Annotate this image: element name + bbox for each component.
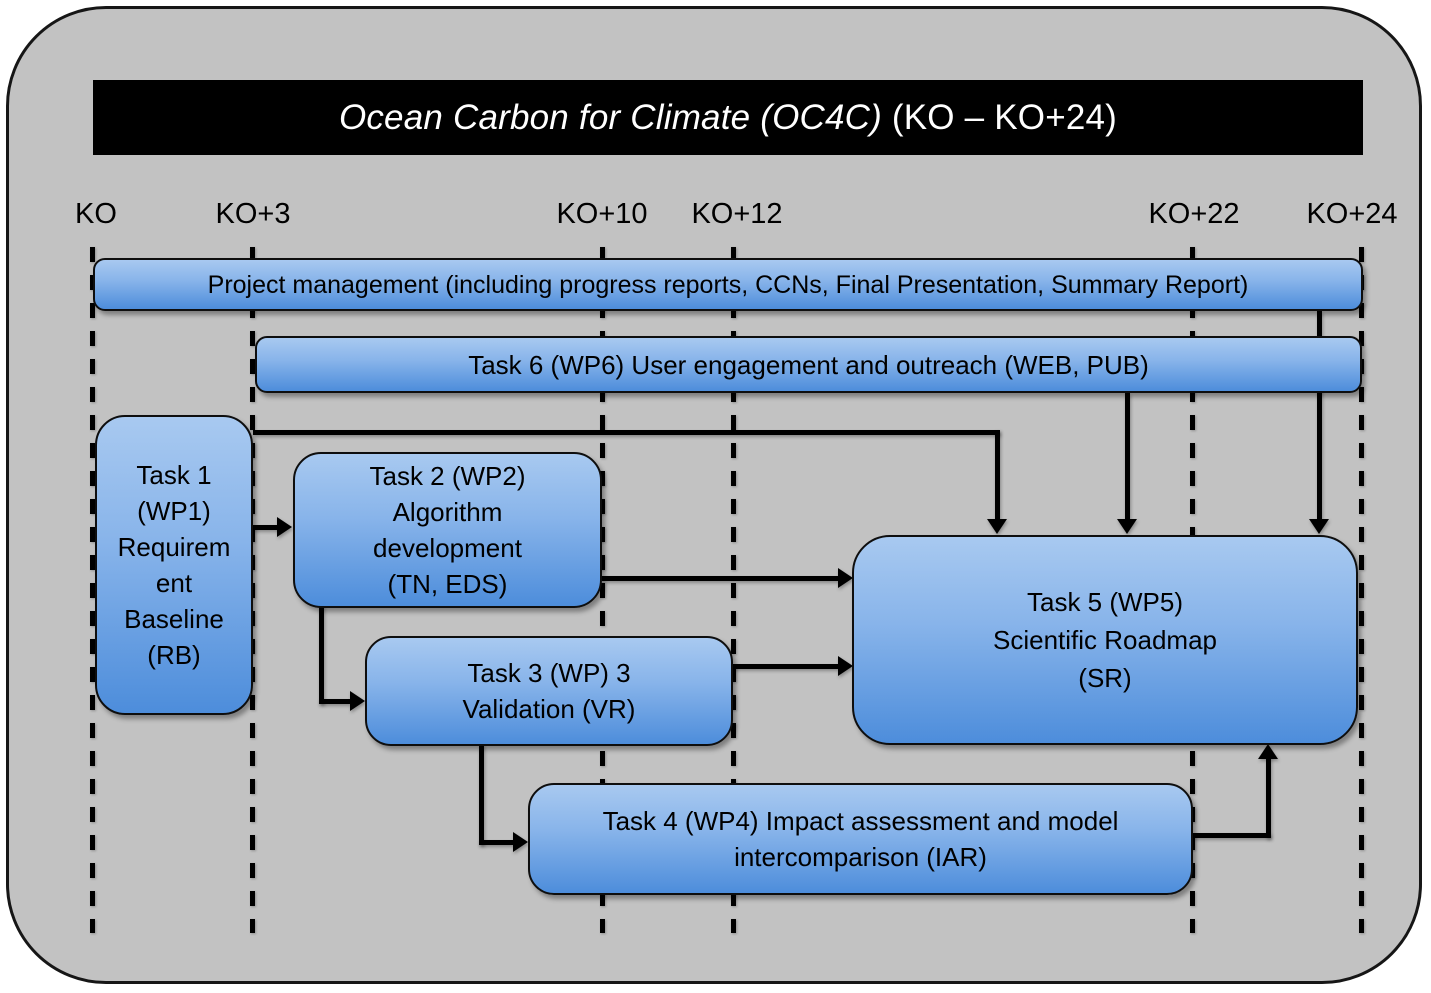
arrow-task2-to-task3-vertical-segment: [319, 605, 324, 704]
task2-label-line: Task 2 (WP2): [369, 461, 526, 491]
task1-label-line: ent: [155, 568, 193, 598]
gridline-ko10: [600, 247, 605, 933]
project-management-label: Project management (including progress r…: [207, 270, 1249, 299]
timeline-label-ko22: KO+22: [1148, 197, 1240, 230]
timeline-label-ko24: KO+24: [1306, 197, 1398, 230]
arrow-task1-to-task5-vertical-segment: [995, 430, 1000, 519]
task3-box: Task 3 (WP) 3 Validation (VR): [365, 636, 733, 746]
task1-label-line: (WP1): [137, 496, 211, 526]
arrow-task4-to-task5-head: [1258, 744, 1278, 759]
arrow-task6-to-task5-segment: [1125, 393, 1130, 519]
timeline-label-ko3: KO+3: [215, 197, 291, 230]
task1-box: Task 1 (WP1) Requirem ent Baseline (RB): [95, 415, 253, 715]
arrow-task2-to-task3-horizontal-segment: [319, 699, 350, 704]
task5-label-line: Scientific Roadmap: [993, 625, 1217, 655]
arrow-pm-to-task5-segment: [1317, 311, 1322, 519]
arrow-task1-to-task5-head: [987, 519, 1007, 534]
arrow-task3-to-task4-vertical-segment: [479, 744, 484, 845]
arrow-task2-to-task5-head: [838, 568, 853, 588]
task1-label-line: Task 1: [136, 460, 212, 490]
arrow-task4-to-task5-vertical-segment: [1266, 757, 1271, 838]
arrow-task6-to-task5-head: [1117, 519, 1137, 534]
arrow-task1-to-task5-horizontal-segment: [253, 430, 1000, 435]
task3-label-line: Task 3 (WP) 3: [467, 658, 631, 688]
task1-label-line: Baseline: [124, 604, 224, 634]
task1-label-line: (RB): [147, 640, 201, 670]
arrow-task1-to-task2-head: [277, 517, 292, 537]
arrow-task3-to-task5-head: [838, 656, 853, 676]
arrow-task3-to-task4-head: [513, 832, 528, 852]
arrow-pm-to-task5-head: [1309, 519, 1329, 534]
task5-label-line: (SR): [1078, 663, 1132, 693]
task4-label-line: intercomparison (IAR): [734, 842, 987, 872]
arrow-task2-to-task3-head: [350, 691, 365, 711]
gridline-ko: [90, 247, 95, 933]
page-title-range: (KO – KO+24): [881, 97, 1118, 137]
task2-label-line: Algorithm: [392, 497, 503, 527]
arrow-task3-to-task4-horizontal-segment: [479, 840, 513, 845]
task5-label-line: Task 5 (WP5): [1026, 587, 1184, 617]
task2-label-line: development: [373, 533, 522, 563]
arrow-task3-to-task5-segment: [733, 664, 838, 669]
title-bar: Ocean Carbon for Climate (OC4C) (KO – KO…: [93, 80, 1363, 155]
timeline-label-ko10: KO+10: [556, 197, 648, 230]
arrow-task1-to-task2-segment: [253, 525, 279, 530]
task6-label: Task 6 (WP6) User engagement and outreac…: [468, 349, 1149, 380]
gridline-ko12: [731, 247, 736, 933]
task4-label-line: Task 4 (WP4) Impact assessment and model: [602, 806, 1119, 836]
task4-box: Task 4 (WP4) Impact assessment and model…: [528, 783, 1193, 895]
gridline-ko24: [1359, 247, 1364, 933]
page-title: Ocean Carbon for Climate (OC4C): [338, 97, 882, 137]
project-management-box: Project management (including progress r…: [93, 258, 1363, 311]
arrow-task4-to-task5-horizontal-segment: [1193, 833, 1271, 838]
task6-box: Task 6 (WP6) User engagement and outreac…: [255, 336, 1362, 393]
task2-box: Task 2 (WP2) Algorithm development (TN, …: [293, 452, 602, 608]
task5-box: Task 5 (WP5) Scientific Roadmap (SR): [852, 535, 1358, 745]
task2-label-line: (TN, EDS): [387, 569, 508, 599]
task1-label-line: Requirem: [117, 532, 231, 562]
arrow-task2-to-task5-segment: [602, 576, 838, 581]
timeline-label-ko12: KO+12: [691, 197, 783, 230]
timeline-label-ko: KO: [75, 197, 117, 230]
task3-label-line: Validation (VR): [462, 694, 636, 724]
